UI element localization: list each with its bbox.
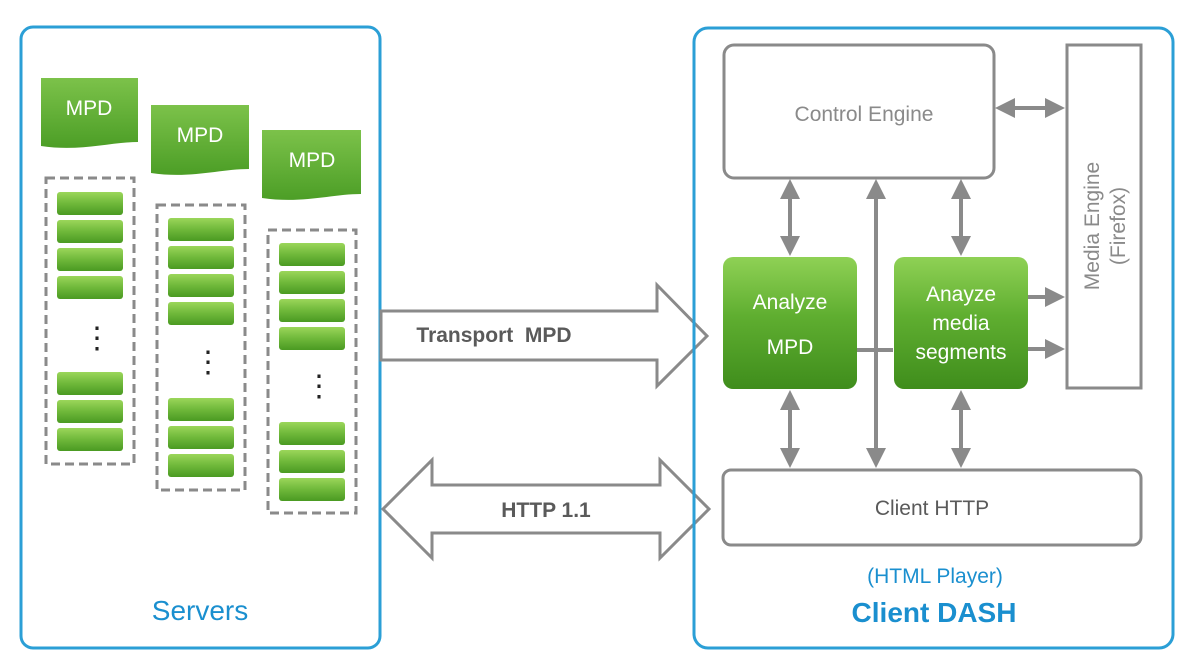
segment — [168, 426, 234, 449]
client-http-box — [721, 468, 1143, 547]
segment — [168, 398, 234, 421]
http-double-arrow — [380, 456, 712, 562]
analyze-segments-line-1: Anayze — [926, 283, 996, 306]
segment — [168, 454, 234, 477]
mpd-document-icon — [262, 130, 361, 200]
transport-mpd-label: Transport MPD — [416, 324, 571, 347]
transport-mpd-arrow — [379, 281, 710, 390]
segment — [57, 400, 123, 423]
ellipsis: ⋮ — [304, 370, 334, 403]
server-column-2: MPD ⋮ — [151, 105, 249, 492]
segment — [57, 192, 123, 215]
segment — [57, 220, 123, 243]
mpd-label: MPD — [177, 124, 224, 147]
mpd-document-icon — [151, 105, 249, 175]
segment — [57, 248, 123, 271]
segment — [279, 243, 345, 266]
segment — [57, 372, 123, 395]
connector-arrows — [780, 98, 1065, 468]
analyze-segments-line-2: media — [932, 312, 990, 335]
mpd-label: MPD — [289, 149, 336, 172]
segment — [168, 302, 234, 325]
client-panel — [692, 26, 1175, 650]
media-engine-box — [1065, 43, 1143, 390]
server-column-3: MPD ⋮ — [262, 130, 361, 515]
segment — [168, 218, 234, 241]
analyze-mpd-box — [723, 257, 857, 389]
segment-list-frame — [266, 228, 358, 515]
client-http-label: Client HTTP — [875, 497, 989, 520]
segment — [168, 246, 234, 269]
analyze-mpd-line-2: MPD — [767, 336, 814, 359]
control-engine-box — [722, 43, 996, 180]
ellipsis: ⋮ — [82, 322, 112, 355]
media-engine-label: Media Engine — [1081, 162, 1104, 290]
client-subtitle: (HTML Player) — [867, 565, 1003, 588]
segment — [279, 327, 345, 350]
media-engine-sub: (Firefox) — [1107, 187, 1130, 265]
control-engine-label: Control Engine — [795, 103, 934, 126]
segment — [57, 428, 123, 451]
segment — [57, 276, 123, 299]
mpd-label: MPD — [66, 97, 113, 120]
server-column-1: MPD ⋮ — [41, 78, 138, 466]
segment-list-frame — [44, 176, 136, 466]
segment — [168, 274, 234, 297]
analyze-mpd-line-1: Analyze — [753, 291, 828, 314]
segment — [279, 271, 345, 294]
segment — [279, 478, 345, 501]
client-title: Client DASH — [852, 597, 1017, 628]
segment — [279, 422, 345, 445]
analyze-segments-box — [894, 257, 1028, 389]
http-label: HTTP 1.1 — [501, 499, 591, 522]
segment — [279, 299, 345, 322]
segment — [279, 450, 345, 473]
ellipsis: ⋮ — [193, 346, 223, 379]
segment-list-frame — [155, 203, 247, 492]
analyze-segments-line-3: segments — [915, 341, 1006, 364]
servers-title: Servers — [152, 595, 248, 626]
mpd-document-icon — [41, 78, 138, 148]
